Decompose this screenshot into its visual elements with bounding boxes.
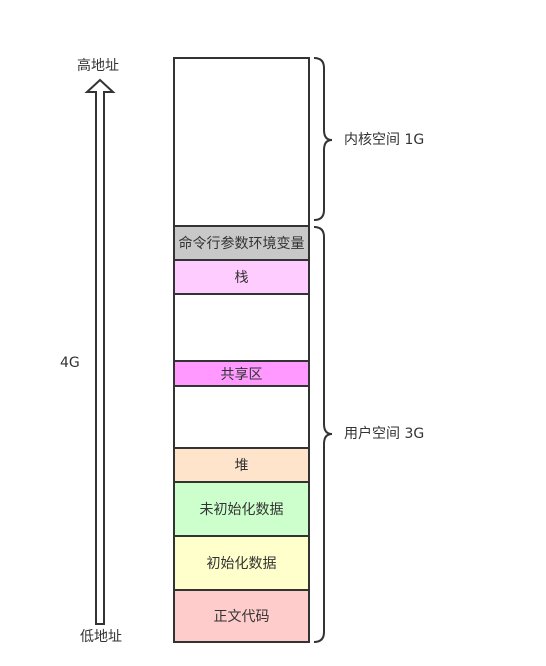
heap-segment: 堆 <box>173 449 310 483</box>
address-up-arrow <box>84 78 116 625</box>
low-address-label: 低地址 <box>80 629 122 645</box>
bss-segment: 未初始化数据 <box>173 483 310 537</box>
high-address-label: 高地址 <box>77 58 119 74</box>
total-size-label: 4G <box>60 355 80 371</box>
shared-region-segment: 共享区 <box>173 362 310 387</box>
user-brace <box>313 226 333 643</box>
stack-segment: 栈 <box>173 261 310 295</box>
heap-gap <box>173 387 310 449</box>
user-space-label: 用户空间 3G <box>344 426 425 442</box>
data-segment: 初始化数据 <box>173 537 310 591</box>
stack-heap-gap <box>173 295 310 362</box>
kernel-space-block <box>173 57 310 227</box>
text-segment: 正文代码 <box>173 591 310 643</box>
kernel-space-label: 内核空间 1G <box>344 132 425 148</box>
cmdline-env-segment: 命令行参数环境变量 <box>173 227 310 261</box>
kernel-brace <box>313 57 333 221</box>
